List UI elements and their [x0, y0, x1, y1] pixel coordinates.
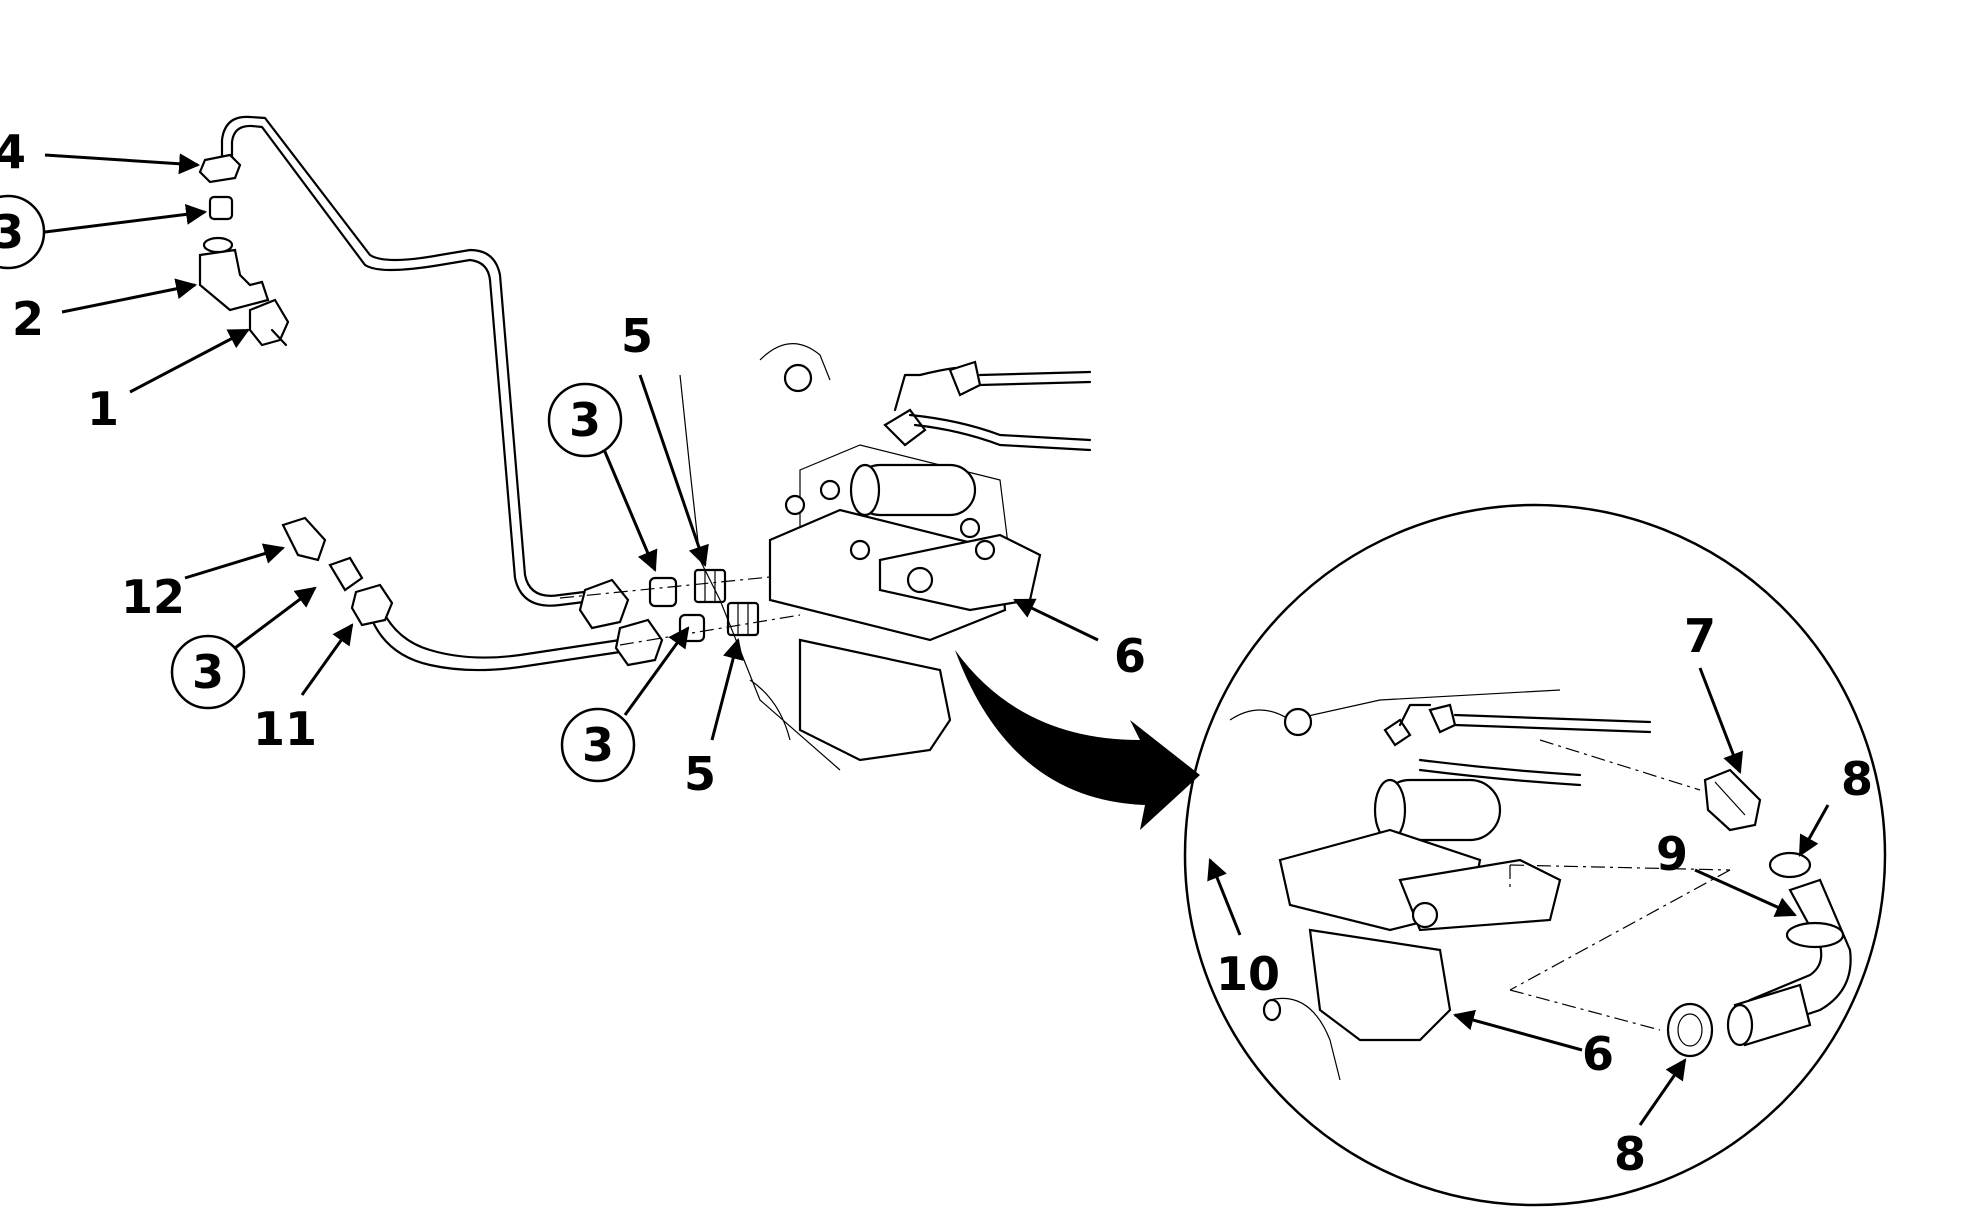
sleeve-3-center-lower: [678, 613, 706, 643]
callout-1: 1: [87, 382, 119, 436]
callout-5-upper: 5: [621, 309, 653, 363]
callout-3-center-lower: 3: [582, 718, 614, 772]
callout-9: 9: [1656, 827, 1688, 881]
fitting-connector-12: [281, 516, 327, 562]
callout-5-lower: 5: [684, 747, 716, 801]
callout-2: 2: [12, 292, 44, 346]
elbow-fitting-7: [1703, 768, 1762, 832]
callout-labels: 4 3 2 1 12 3 11 3 5 3 5 6 7 8 9 10 6 8: [0, 125, 1873, 1181]
detail-housing: [1229, 689, 1731, 1081]
callout-6-main: 6: [1114, 629, 1146, 683]
fitting-connector-1: [248, 298, 290, 347]
callout-4: 4: [0, 125, 26, 179]
adapter-5-upper: [693, 568, 727, 604]
fitting-nut-4: [198, 153, 242, 184]
detail-view-circle: [1183, 503, 1887, 1207]
tube-nut-upper: [578, 578, 630, 630]
callout-6-detail: 6: [1582, 1027, 1614, 1081]
hose-clamp-8-upper: [1768, 851, 1812, 879]
fitting-sleeve-3-top: [208, 195, 234, 221]
upper-oil-line: [220, 115, 602, 607]
callout-12: 12: [121, 570, 185, 624]
callout-8-lower: 8: [1614, 1127, 1646, 1181]
hose-9-lower: [1726, 983, 1812, 1047]
callout-3-center-upper: 3: [569, 393, 601, 447]
fitting-sleeve-3-lower-left: [328, 556, 364, 592]
leader-lines: [44, 153, 1830, 1126]
callout-7: 7: [1684, 609, 1716, 663]
fitting-elbow-2: [198, 236, 270, 312]
fitting-nut-11: [350, 583, 394, 627]
sleeve-3-center-upper: [648, 576, 678, 608]
callout-circles: [0, 194, 636, 783]
callout-3-top: 3: [0, 205, 24, 259]
callout-11: 11: [253, 702, 317, 756]
engine-housing-6: [679, 343, 1092, 771]
callout-10: 10: [1216, 947, 1280, 1001]
callout-8-upper: 8: [1841, 752, 1873, 806]
hose-clamp-8-lower: [1666, 1002, 1714, 1058]
detail-view-arrow-icon: [955, 650, 1200, 830]
lower-oil-line: [368, 603, 622, 672]
tube-nut-lower: [614, 618, 664, 667]
callout-3-lower-left: 3: [192, 645, 224, 699]
